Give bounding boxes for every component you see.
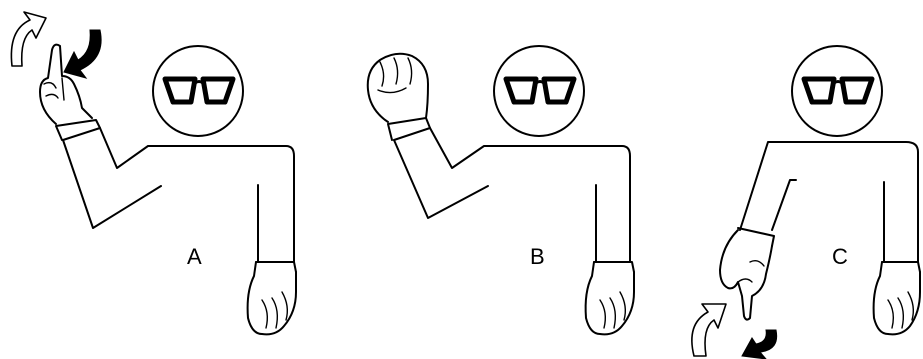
figure-c-lowered-hand [872,261,921,336]
curved-arrow-outline-icon [691,303,727,357]
curved-arrow-filled-icon [63,29,102,79]
curved-arrow-outline-icon [10,11,47,67]
figure-c-torso-outline [739,141,919,263]
figure-a: A [10,11,297,336]
figure-b-head [493,45,585,137]
figure-a-torso-outline [62,127,295,263]
panel-label-c: C [832,244,848,269]
figure-a-raised-hand [39,43,101,141]
figure-b-raised-fist [366,52,431,141]
figure-c-right-arm-inner [771,179,797,231]
glasses-icon [801,76,875,105]
glasses-icon [503,76,577,105]
figure-b: B [366,45,635,336]
glasses-icon [162,76,236,105]
figure-b-arm-lower [393,139,489,219]
figure-b-lowered-hand [584,261,635,336]
panel-label-b: B [530,244,545,269]
panel-label-a: A [187,244,202,269]
figure-c: C [691,45,921,359]
curved-arrow-filled-icon [741,329,778,359]
figure-c-pointing-hand [719,227,775,321]
figure-a-arm-lower [62,139,162,229]
figure-a-head [152,45,244,137]
figure-c-head [791,45,883,137]
figure-b-torso-outline [393,127,631,263]
figure-a-lowered-hand [246,261,297,336]
